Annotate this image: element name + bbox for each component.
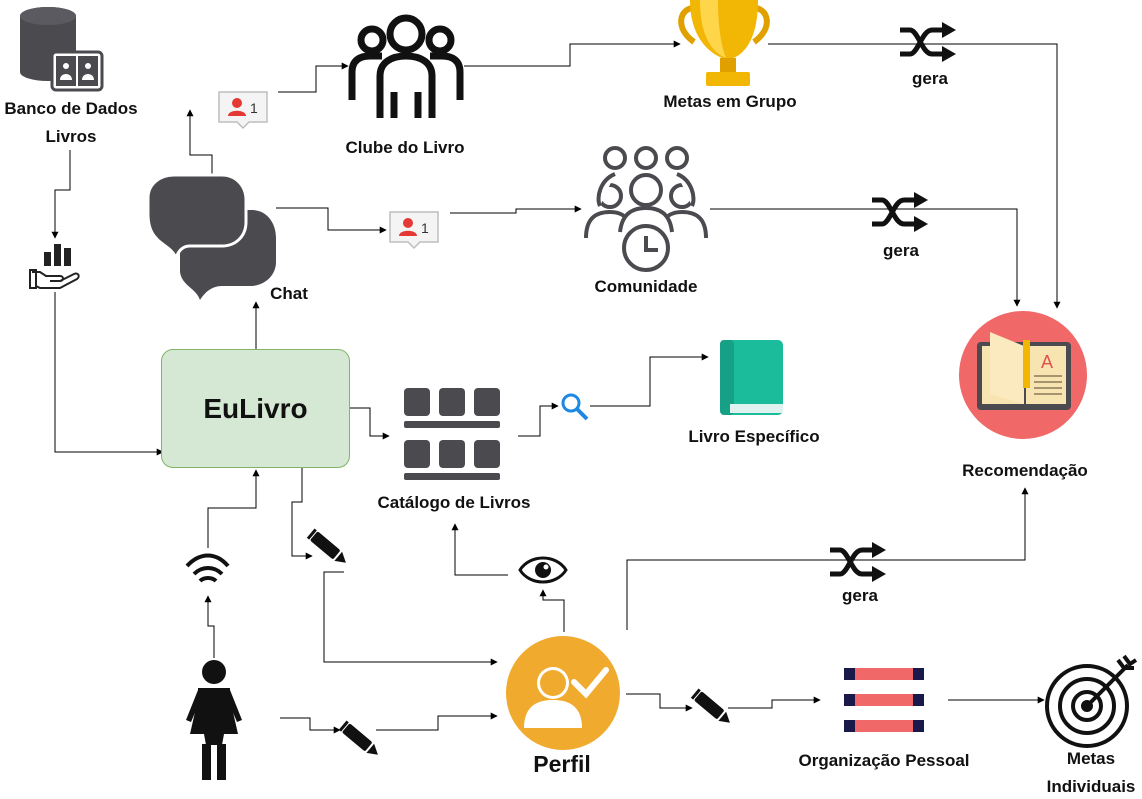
community-time-icon	[584, 146, 708, 272]
badge-count-2: 1	[421, 220, 429, 236]
edge-catalog-to-search	[518, 402, 559, 437]
edge-user-to-pencil	[280, 717, 341, 734]
badge-count-1: 1	[250, 100, 258, 116]
edge-chat-to-badge1	[186, 109, 213, 175]
gera-label-3: gera	[842, 586, 878, 605]
wifi-icon	[185, 553, 230, 583]
edge-pencil3-to-org	[728, 696, 821, 709]
search-icon	[561, 393, 589, 421]
edges	[51, 40, 1061, 734]
database-label-line2: Livros	[45, 127, 97, 146]
organization-bars-icon	[844, 668, 924, 732]
book-club-group-icon	[348, 14, 464, 118]
edge-chat-to-badge2	[276, 207, 387, 234]
chat-icon	[146, 173, 276, 300]
gera-label-1: gera	[912, 69, 948, 88]
edge-db-to-analytics	[51, 150, 71, 239]
specific-book-label: Livro Específico	[688, 427, 820, 446]
edge-badge2-to-community	[450, 205, 582, 214]
personal-org-label: Organização Pessoal	[798, 751, 970, 770]
edge-app-to-catalog	[350, 407, 390, 440]
group-goals-label: Metas em Grupo	[663, 92, 797, 111]
woman-user-icon	[186, 660, 242, 780]
edge-app-to-pencil	[291, 468, 313, 560]
edge-eye-to-catalog	[451, 523, 508, 576]
database-label-line1: Banco de Dados	[4, 99, 138, 118]
profile-label: Perfil	[533, 751, 591, 777]
edge-wifi-to-app	[207, 469, 260, 548]
edge-trophy-shuffle	[768, 43, 1061, 309]
individual-goals-label-line2: Individuais	[1046, 777, 1136, 796]
edge-user-to-wifi	[204, 595, 215, 658]
notification-badge-icon: 1	[218, 91, 268, 129]
edge-profile-to-eye	[539, 589, 565, 632]
edge-analytics-to-app	[54, 292, 164, 456]
notification-badge-icon: 1	[389, 211, 439, 249]
svg-text:A: A	[1041, 352, 1053, 372]
edge-pencil-to-profile	[323, 571, 498, 666]
database-book-icon	[20, 7, 104, 92]
individual-goals-label-line1: Metas	[1066, 749, 1116, 768]
gera-label-2: gera	[883, 241, 919, 260]
edge-community-shuffle	[710, 208, 1021, 307]
green-book-icon	[720, 340, 783, 415]
book-club-label: Clube do Livro	[345, 138, 465, 157]
eulivro-label: EuLivro	[203, 392, 308, 424]
eulivro-app-node[interactable]: EuLivro	[161, 349, 350, 468]
edge-profile-to-recommendation	[626, 487, 1029, 630]
edge-pencil-to-profile2	[376, 712, 498, 731]
recommendation-label: Recomendação	[962, 461, 1088, 480]
chat-label: Chat	[270, 284, 308, 303]
edge-club-to-trophy	[464, 40, 681, 67]
eye-icon	[518, 556, 568, 584]
trophy-icon	[678, 0, 770, 86]
catalog-label: Catálogo de Livros	[377, 493, 531, 512]
profile-check-icon	[506, 636, 620, 750]
edge-badge1-to-club	[278, 62, 349, 93]
analytics-hand-icon	[29, 244, 80, 289]
community-label: Comunidade	[594, 277, 698, 296]
target-icon	[1045, 654, 1138, 748]
edge-profile-to-pencil3	[626, 693, 693, 712]
catalog-grid-icon	[404, 388, 500, 480]
edge-search-to-book	[590, 353, 709, 407]
recommendation-book-icon: A	[959, 311, 1087, 439]
